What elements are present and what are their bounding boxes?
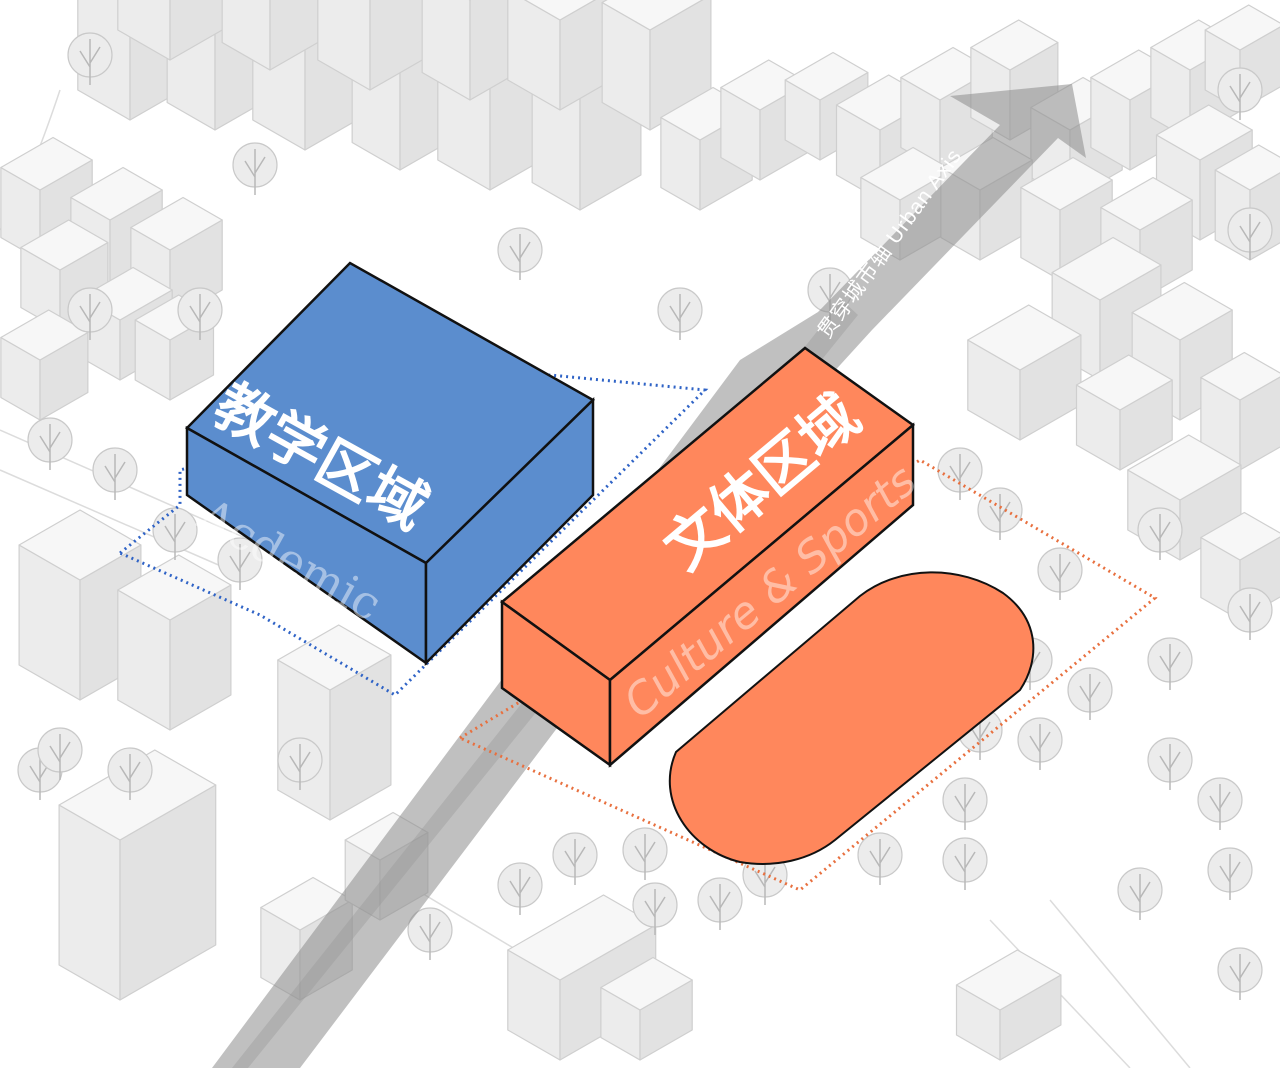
context-tree xyxy=(1147,737,1193,790)
context-building xyxy=(507,894,657,1061)
context-building xyxy=(0,309,89,421)
context-tree xyxy=(67,32,113,85)
context-tree xyxy=(697,877,743,930)
culture-sports-zone-boundary xyxy=(456,458,1158,892)
context-tree xyxy=(1037,547,1083,600)
context-building xyxy=(117,554,232,731)
context-tree xyxy=(92,447,138,500)
context-tree xyxy=(977,487,1023,540)
context-building xyxy=(955,949,1062,1061)
context-tree xyxy=(657,287,703,340)
context-building xyxy=(221,0,332,71)
academic-zone-boundary xyxy=(117,373,709,697)
context-trees xyxy=(17,32,1273,1000)
context-tree xyxy=(942,837,988,890)
context-tree xyxy=(1227,207,1273,260)
context-tree xyxy=(1217,67,1263,120)
running-track-field xyxy=(668,571,1035,865)
context-building xyxy=(1075,354,1173,471)
context-tree xyxy=(1117,867,1163,920)
context-building xyxy=(1200,351,1280,471)
context-building xyxy=(317,0,432,91)
context-building xyxy=(600,956,693,1061)
running-track xyxy=(668,571,1035,865)
context-tree xyxy=(27,417,73,470)
context-tree xyxy=(942,777,988,830)
context-tree xyxy=(497,227,543,280)
context-tree xyxy=(857,832,903,885)
context-building xyxy=(601,0,712,131)
context-tree xyxy=(1227,587,1273,640)
academic-block: 教学区域 Acdemic xyxy=(184,261,596,667)
context-tree xyxy=(217,537,263,590)
context-tree xyxy=(632,882,678,935)
academic-block-right-face xyxy=(424,397,595,667)
context-building xyxy=(130,196,223,321)
context-tree xyxy=(1217,947,1263,1000)
context-tree xyxy=(497,862,543,915)
context-tree xyxy=(1207,847,1253,900)
context-tree xyxy=(67,287,113,340)
context-tree xyxy=(407,907,453,960)
context-tree xyxy=(277,737,323,790)
context-tree xyxy=(232,142,278,195)
context-tree xyxy=(622,827,668,880)
context-building xyxy=(20,219,109,331)
context-tree xyxy=(1147,637,1193,690)
context-tree xyxy=(107,747,153,800)
context-tree xyxy=(552,832,598,885)
context-building xyxy=(58,749,217,1001)
context-tree xyxy=(177,287,223,340)
context-tree xyxy=(1137,507,1183,560)
context-tree xyxy=(1017,717,1063,770)
context-tree xyxy=(1197,777,1243,830)
context-building xyxy=(507,0,613,111)
context-tree xyxy=(37,727,83,780)
context-tree xyxy=(1067,667,1113,720)
culture-sports-block-right-face xyxy=(608,422,915,768)
context-building xyxy=(967,304,1082,441)
context-building xyxy=(277,624,392,821)
